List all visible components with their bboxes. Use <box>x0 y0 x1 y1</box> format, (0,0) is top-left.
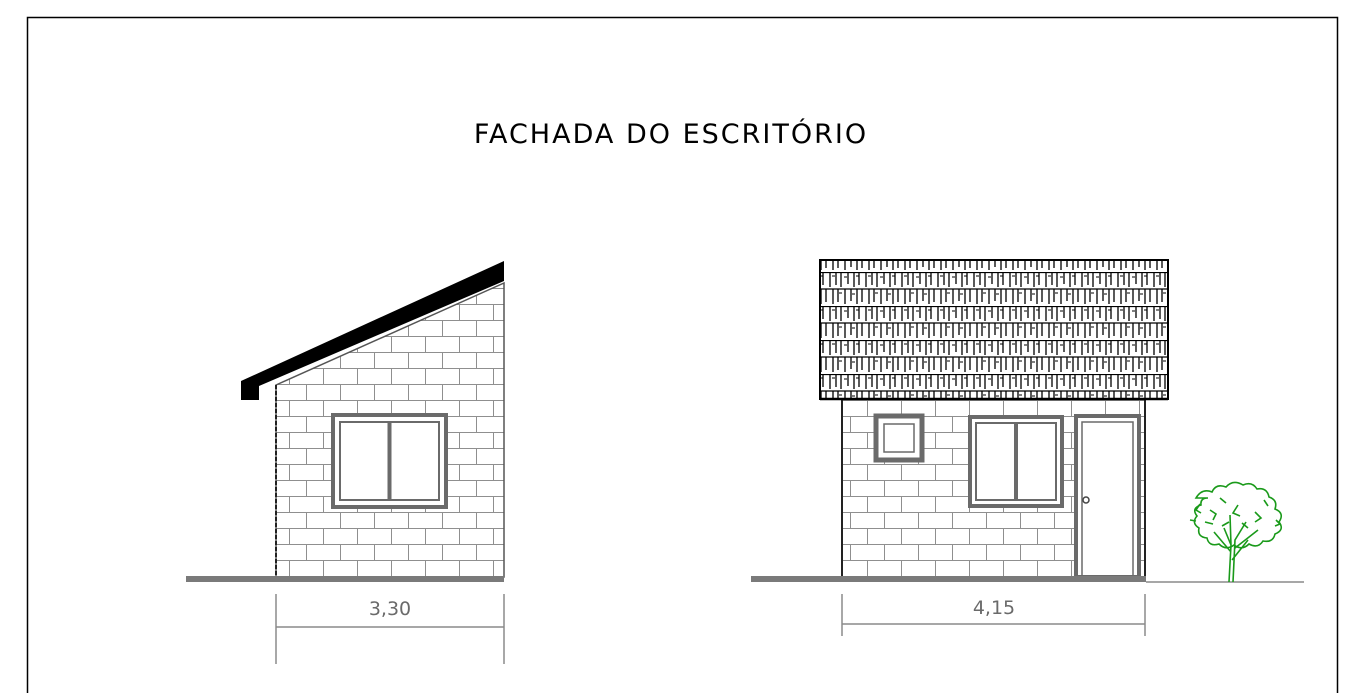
front-window <box>968 415 1064 508</box>
right-width-label: 4,15 <box>973 597 1015 619</box>
shed-roof <box>241 261 504 400</box>
door-knob <box>1082 496 1090 504</box>
tree-icon <box>1189 481 1283 583</box>
drawing-title: FACHADA DO ESCRITÓRIO <box>474 118 868 150</box>
right-width-dimension: 4,15 <box>841 594 1146 636</box>
small-window <box>873 413 925 463</box>
left-elevation: 3,30 <box>186 261 505 664</box>
left-ground-line <box>186 576 504 582</box>
sheet-border <box>26 16 1339 693</box>
right-ground-line <box>751 576 1146 582</box>
left-width-label: 3,30 <box>369 598 411 620</box>
left-width-dimension: 3,30 <box>275 594 505 664</box>
right-elevation: 4,15 <box>751 259 1304 636</box>
tiled-roof <box>819 259 1169 400</box>
front-door <box>1074 414 1141 579</box>
left-window <box>331 413 448 509</box>
